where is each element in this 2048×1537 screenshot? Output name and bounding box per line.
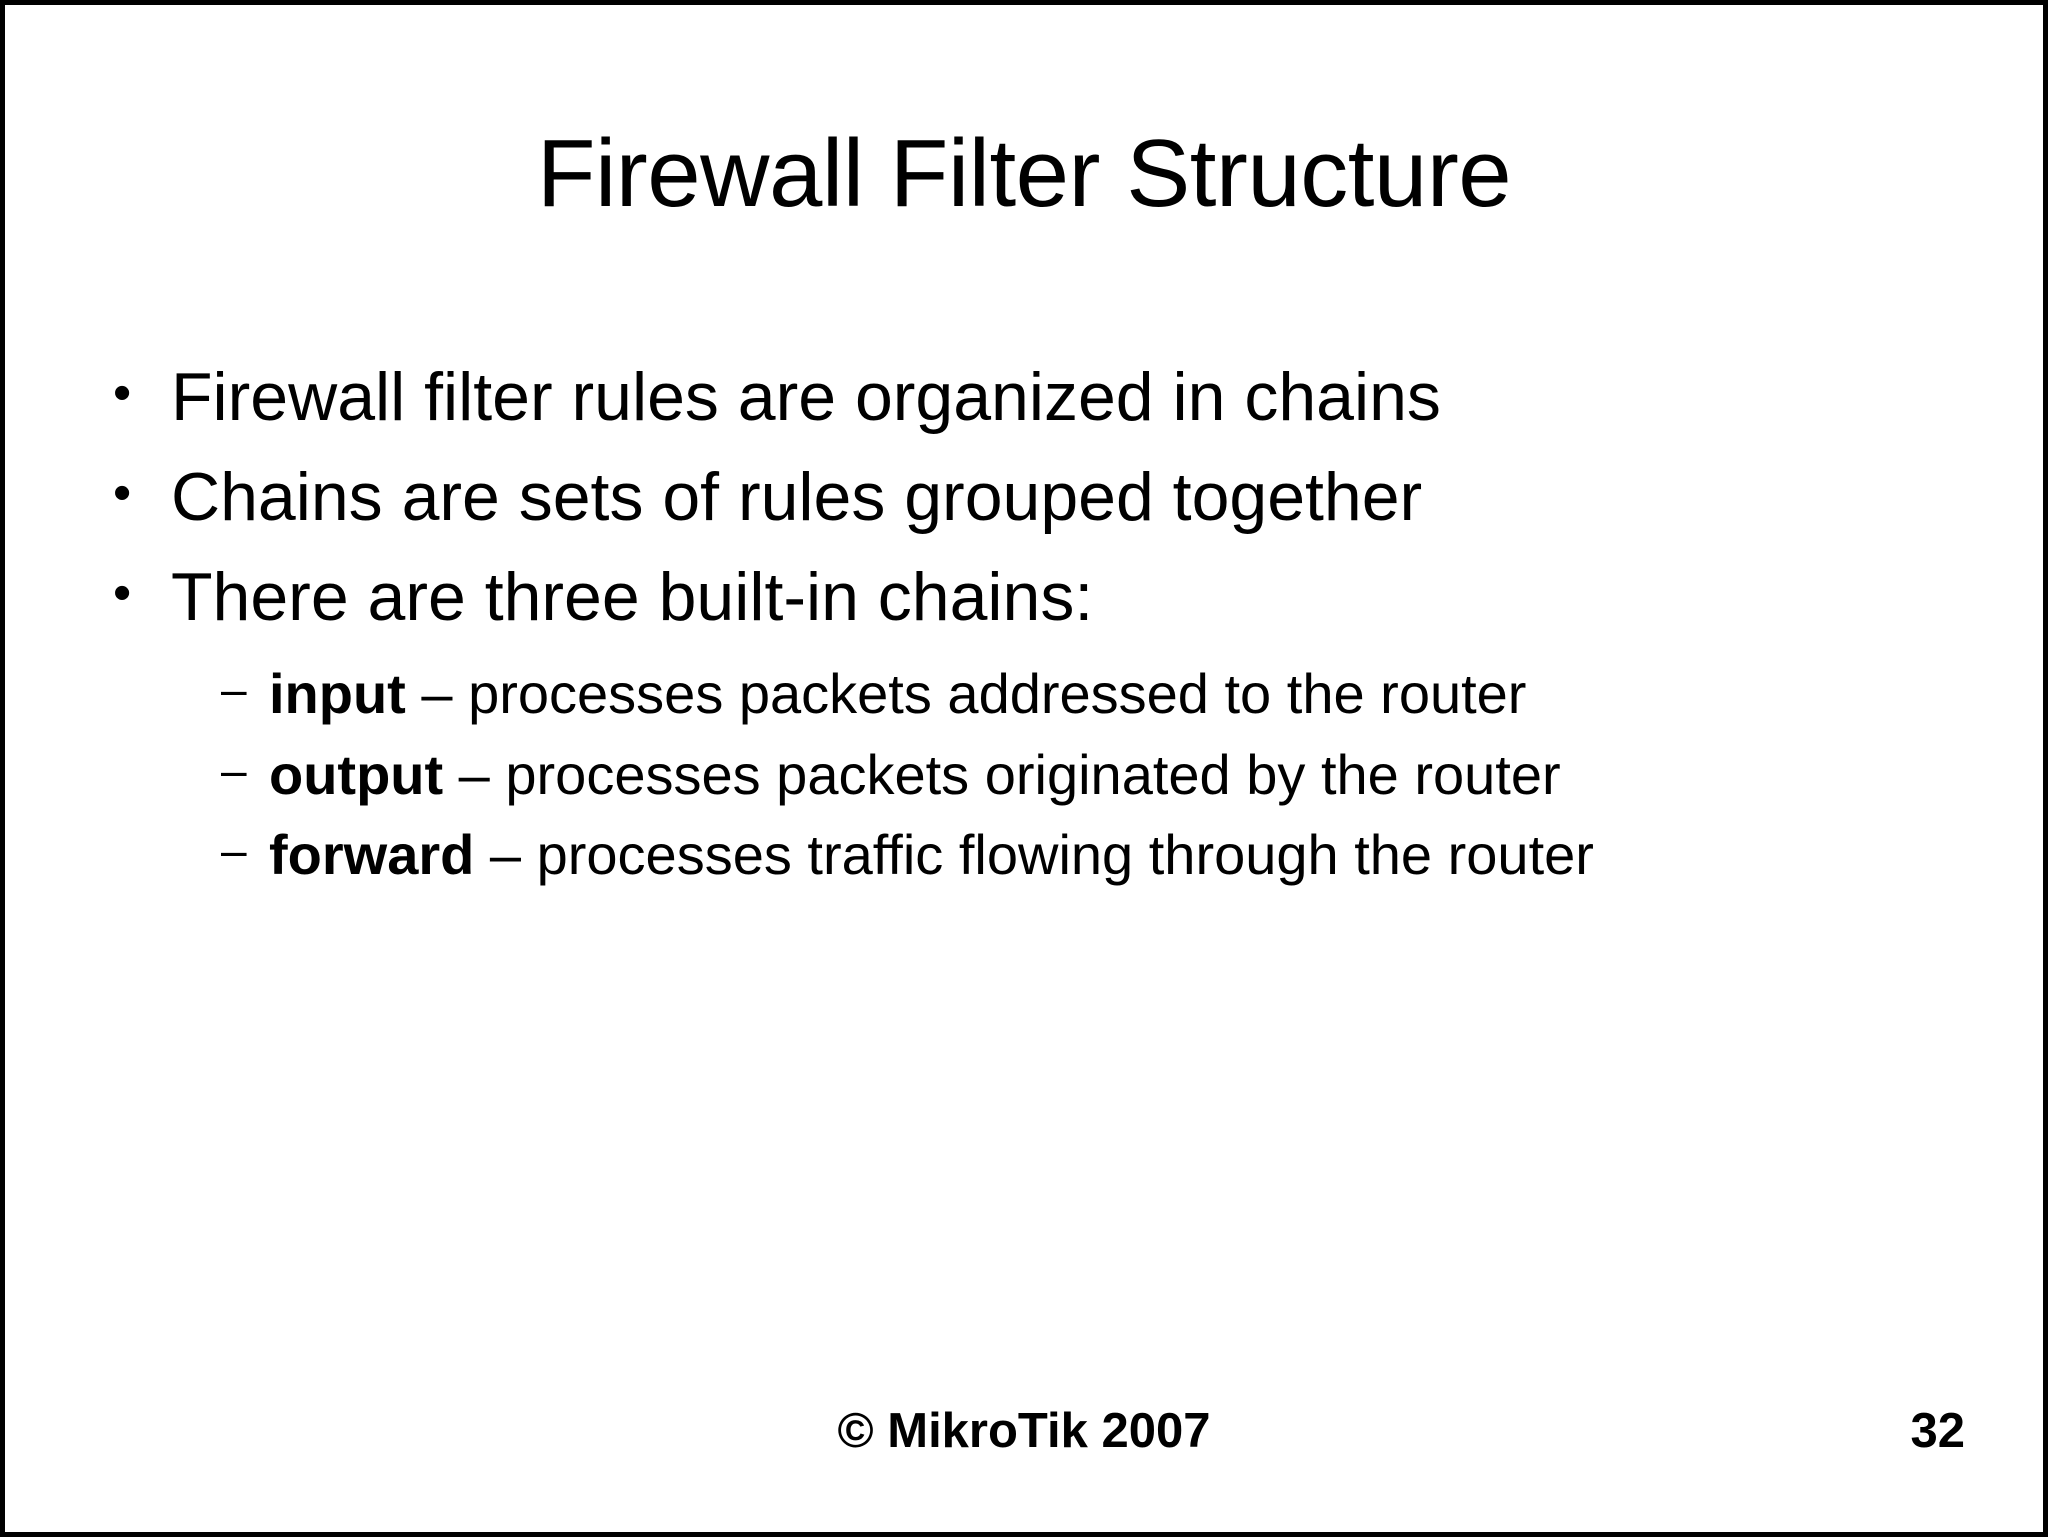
bullet-item: • There are three built-in chains: [113,563,1953,631]
sub-bullet-text: forward – processes traffic flowing thro… [269,824,1829,887]
bullet-dot-icon: • [113,464,132,522]
bullet-item: • Firewall filter rules are organized in… [113,363,1953,431]
slide-body: • Firewall filter rules are organized in… [113,363,1953,905]
bullet-text: There are three built-in chains: [171,559,1094,635]
dash-icon: – [221,663,247,715]
chain-description-output: – processes packets originated by the ro… [443,742,1561,806]
chain-description-forward: – processes traffic flowing through the … [474,823,1594,887]
bullet-dot-icon: • [113,364,132,422]
bullet-item: • Chains are sets of rules grouped toget… [113,463,1953,531]
page-number: 32 [1910,1404,1965,1458]
sub-bullet-item-output: – output – processes packets originated … [221,742,1953,807]
footer-copyright: © MikroTik 2007 [837,1404,1211,1458]
chain-name-output: output [269,742,444,806]
sub-bullet-text: output – processes packets originated by… [269,742,1829,807]
slide-content-area: Firewall Filter Structure • Firewall fil… [5,5,2043,1532]
slide-title: Firewall Filter Structure [536,120,1512,227]
chain-name-input: input [269,662,406,725]
bullet-text: Chains are sets of rules grouped togethe… [171,459,1423,535]
bullet-text: Firewall filter rules are organized in c… [171,359,1441,435]
dash-icon: – [221,743,247,796]
sub-bullet-text: input – processes packets addressed to t… [269,662,1829,726]
bullet-dot-icon: • [113,564,132,622]
chain-name-forward: forward [269,823,475,887]
sub-bullet-list: – input – processes packets addressed to… [221,662,1953,887]
sub-bullet-item-forward: – forward – processes traffic flowing th… [221,824,1953,887]
sub-bullet-item-input: – input – processes packets addressed to… [221,662,1953,726]
chain-description-input: – processes packets addressed to the rou… [405,662,1527,725]
dash-icon: – [221,824,247,877]
